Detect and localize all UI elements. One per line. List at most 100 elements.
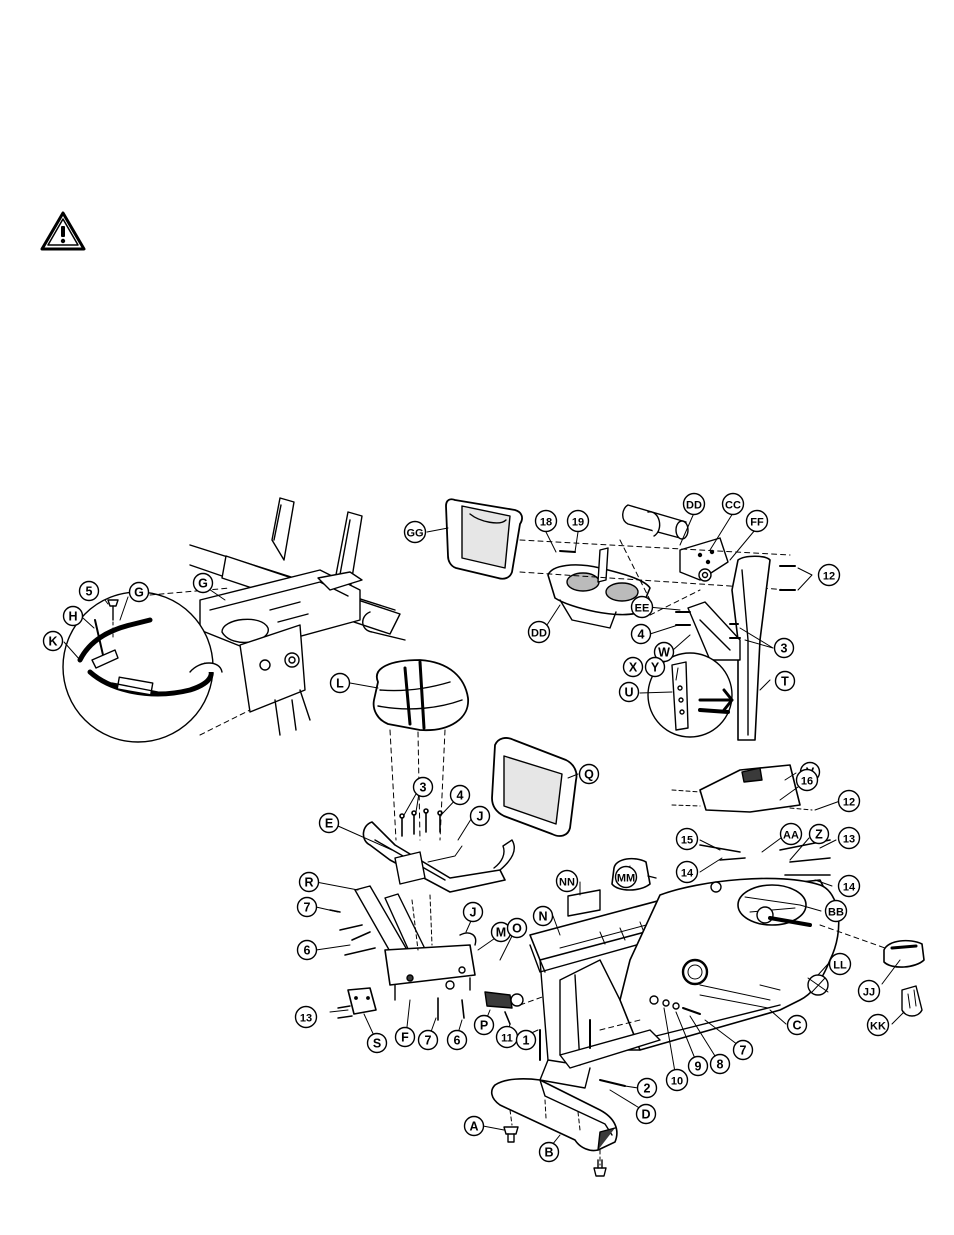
- callout-text: L: [336, 677, 344, 691]
- callout-text: A: [469, 1120, 478, 1134]
- callout-n12-mid: 12: [839, 791, 860, 812]
- callout-text: 13: [300, 1013, 312, 1025]
- callout-r: R: [300, 873, 319, 892]
- callout-aa: AA: [781, 824, 802, 845]
- callout-text: Z: [815, 828, 823, 842]
- front-stabilizer: [492, 1079, 617, 1176]
- callout-text: 11: [501, 1033, 513, 1045]
- callout-text: 19: [572, 517, 584, 529]
- callout-text: F: [401, 1031, 409, 1045]
- callout-text: 14: [843, 882, 856, 894]
- callout-text: N: [538, 910, 547, 924]
- callout-text: 3: [781, 642, 788, 656]
- callout-ee: EE: [632, 597, 653, 618]
- callout-text: 1: [523, 1034, 530, 1048]
- callout-dd-top: DD: [684, 494, 705, 515]
- callout-text: 8: [717, 1058, 724, 1072]
- callout-text: BB: [828, 907, 844, 919]
- callout-n16: 16: [797, 770, 818, 791]
- callout-n15: 15: [677, 829, 698, 850]
- callout-s: S: [368, 1034, 387, 1053]
- callout-n18: 18: [536, 511, 557, 532]
- callout-text: 7: [740, 1044, 747, 1058]
- callout-n2: 2: [638, 1079, 657, 1098]
- callout-x: X: [624, 658, 643, 677]
- callout-text: E: [325, 817, 333, 831]
- callout-n8: 8: [711, 1055, 730, 1074]
- callout-text: G: [134, 586, 144, 600]
- callout-mm: MM: [616, 867, 637, 888]
- callout-text: D: [641, 1108, 650, 1122]
- callout-t: T: [776, 672, 795, 691]
- callout-kk: KK: [868, 1015, 889, 1036]
- callout-g-inner: G: [194, 574, 213, 593]
- inset-seat-frame: [63, 498, 405, 742]
- callout-k: K: [44, 632, 63, 651]
- callout-text: MM: [617, 873, 635, 885]
- callout-n6-left: 6: [298, 941, 317, 960]
- callout-text: 18: [540, 517, 552, 529]
- callout-text: DD: [531, 628, 547, 640]
- callout-n10: 10: [667, 1070, 688, 1091]
- callout-a: A: [465, 1117, 484, 1136]
- callout-text: CC: [725, 500, 741, 512]
- callout-text: 4: [638, 628, 645, 642]
- callout-text: 10: [671, 1076, 683, 1088]
- callout-text: Y: [651, 661, 660, 675]
- callout-text: 12: [843, 797, 855, 809]
- callout-n14-a: 14: [677, 862, 698, 883]
- callout-q: Q: [580, 765, 599, 784]
- callout-text: H: [68, 610, 77, 624]
- callout-cc: CC: [723, 494, 744, 515]
- callout-text: K: [48, 635, 57, 649]
- callout-n11: 11: [497, 1027, 518, 1048]
- callout-text: 13: [843, 834, 855, 846]
- callout-text: W: [658, 646, 670, 660]
- seat-handlebar: [330, 809, 523, 1024]
- callout-text: R: [304, 876, 313, 890]
- callout-b: B: [540, 1143, 559, 1162]
- callout-text: 3: [420, 781, 427, 795]
- callout-text: 4: [457, 789, 464, 803]
- callout-text: Q: [584, 768, 594, 782]
- callout-text: JJ: [863, 987, 875, 999]
- callout-z: Z: [810, 825, 829, 844]
- callout-gg: GG: [405, 522, 426, 543]
- leader-lines: [64, 513, 904, 1150]
- callout-text: O: [512, 922, 522, 936]
- callout-text: 7: [304, 901, 311, 915]
- callout-d: D: [637, 1105, 656, 1124]
- callout-text: DD: [686, 500, 702, 512]
- callout-n4-top: 4: [632, 625, 651, 644]
- callout-text: 2: [644, 1082, 651, 1096]
- callout-text: LL: [833, 960, 847, 972]
- callout-n: N: [534, 907, 553, 926]
- backrest: [492, 738, 577, 836]
- callout-text: S: [373, 1037, 381, 1051]
- callout-l: L: [331, 674, 350, 693]
- callout-text: FF: [750, 517, 764, 529]
- callout-f: F: [396, 1028, 415, 1047]
- callout-text: 7: [425, 1034, 432, 1048]
- callout-n6-bot: 6: [448, 1031, 467, 1050]
- callout-text: KK: [870, 1021, 886, 1033]
- callout-text: 9: [695, 1060, 702, 1074]
- callout-text: B: [544, 1146, 553, 1160]
- callout-n1: 1: [517, 1031, 536, 1050]
- callout-text: NN: [559, 877, 575, 889]
- console-assembly: [446, 499, 795, 740]
- callout-p: P: [475, 1016, 494, 1035]
- callout-text: AA: [783, 830, 799, 842]
- callout-ll: LL: [830, 954, 851, 975]
- seat-cushion: [374, 660, 469, 840]
- callout-text: C: [792, 1019, 801, 1033]
- callout-n3-mid: 3: [414, 778, 433, 797]
- callout-c: C: [788, 1016, 807, 1035]
- callout-n14-b: 14: [839, 876, 860, 897]
- callout-n4-mid: 4: [451, 786, 470, 805]
- callout-text: P: [480, 1019, 488, 1033]
- callout-y: Y: [646, 658, 665, 677]
- callout-text: J: [477, 810, 484, 824]
- callout-n19: 19: [568, 511, 589, 532]
- callout-g-left: G: [130, 583, 149, 602]
